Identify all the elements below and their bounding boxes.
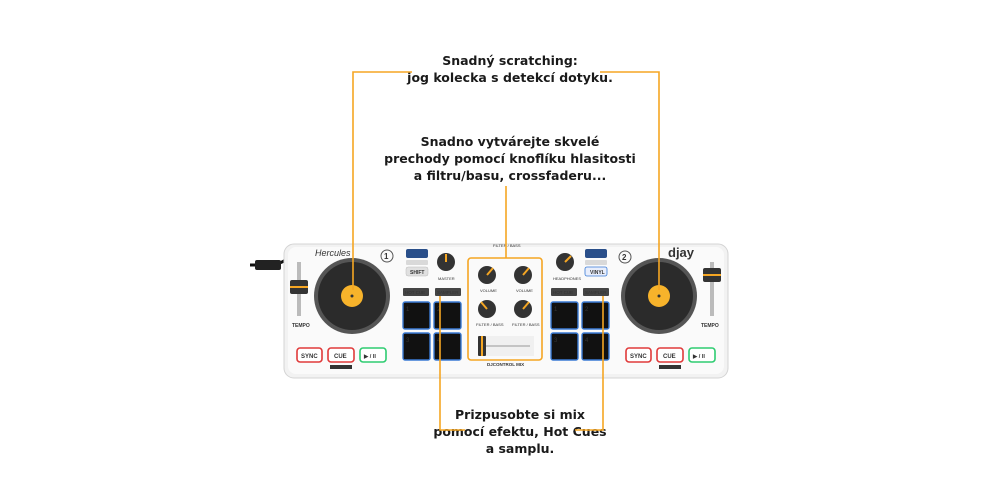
pad-left-1[interactable] <box>402 301 431 330</box>
hot-cue-label-left: HOT CUE <box>405 290 425 295</box>
tempo-slider-right-track[interactable] <box>710 262 714 316</box>
controller-top-plate <box>288 247 724 374</box>
crossfader-label: DJCONTROL MIX <box>487 362 524 367</box>
master-label: MASTER <box>438 276 455 281</box>
pad-left-4-label: 4 <box>437 338 441 344</box>
filter-bass-top-label: FILTER / BASS <box>493 243 521 248</box>
play-label-right: ▶ / II <box>692 353 705 360</box>
play-button-right[interactable] <box>688 347 716 363</box>
sampler-label-left: SAMPLER <box>437 290 459 295</box>
pad-left-3-label: 3 <box>406 338 410 344</box>
play-button-left[interactable] <box>359 347 387 363</box>
pad-right-2-label: 2 <box>585 307 589 313</box>
caption-bottom: Prizpusobte si mix pomocí efektu, Hot Cu… <box>420 406 620 457</box>
callout-line-pads-right <box>575 296 604 431</box>
sync-label-left: SYNC <box>301 354 318 360</box>
sync-label-right: SYNC <box>630 354 647 360</box>
caption-bottom-line-1: Prizpusobte si mix <box>455 407 585 422</box>
app-logo: djay <box>668 245 695 260</box>
deck-left-number: 1 <box>384 252 389 261</box>
deck-left-number-badge <box>380 249 394 263</box>
caption-bottom-line-2: pomocí efektu, Hot Cues <box>433 424 607 439</box>
play-label-left: ▶ / II <box>363 353 376 360</box>
sampler-button-left[interactable] <box>435 288 461 296</box>
caption-middle-line-2: prechody pomocí knoflíku hlasitosti <box>384 151 636 166</box>
sampler-label-right: SAMPLER <box>585 290 607 295</box>
tempo-label-right: TEMPO <box>701 323 719 329</box>
pad-left-2-label: 2 <box>437 307 441 313</box>
cue-label-left: CUE <box>334 354 347 360</box>
usb-plug <box>255 260 281 270</box>
volume-label-left: VOLUME <box>480 288 497 293</box>
callout-line-pads-left <box>439 296 465 431</box>
caption-top-line-1: Snadný scratching: <box>442 53 578 68</box>
vinyl-button[interactable] <box>584 266 608 277</box>
tempo-label-left: TEMPO <box>292 323 310 329</box>
deck-right-number: 2 <box>622 253 627 262</box>
pad-right-1-label: 1 <box>554 307 558 313</box>
deck-right-number-badge <box>618 250 632 264</box>
pad-right-4-label: 4 <box>585 338 589 344</box>
pad-right-1[interactable] <box>550 301 579 330</box>
caption-top-line-2: jog kolecka s detekcí dotyku. <box>407 70 613 85</box>
callout-line-jog-left <box>352 71 412 290</box>
mixer-highlight <box>467 257 543 361</box>
hot-cue-label-right: HOT CUE <box>553 290 573 295</box>
headphones-label: HEADPHONES <box>553 276 581 281</box>
vinyl-label: VINYL <box>590 270 605 276</box>
hot-cue-button-right[interactable] <box>551 288 577 296</box>
pad-right-3[interactable] <box>550 332 579 361</box>
caption-middle: Snadno vytvárejte skvelé prechody pomocí… <box>370 133 650 184</box>
sync-button-right[interactable] <box>625 347 652 363</box>
headphone-cue-right-button[interactable] <box>585 249 607 258</box>
caption-middle-line-3: a filtru/basu, crossfaderu... <box>413 168 607 183</box>
volume-label-right: VOLUME <box>516 288 533 293</box>
pad-right-3-label: 3 <box>554 338 558 344</box>
filter-bass-label-left: FILTER / BASS <box>476 322 504 327</box>
caption-top: Snadný scratching: jog kolecka s detekcí… <box>380 52 640 86</box>
sampler-button-right[interactable] <box>583 288 609 296</box>
caption-middle-line-1: Snadno vytvárejte skvelé <box>420 134 600 149</box>
headphone-cue-left-button[interactable] <box>406 249 428 258</box>
cue-label-right: CUE <box>663 354 676 360</box>
hot-cue-button-left[interactable] <box>403 288 429 296</box>
cue-button-right[interactable] <box>656 347 684 363</box>
shift-button[interactable] <box>405 266 429 277</box>
pad-left-3[interactable] <box>402 332 431 361</box>
brand-label: Hercules <box>315 248 351 258</box>
filter-bass-label-right: FILTER / BASS <box>512 322 540 327</box>
cue-button-left[interactable] <box>327 347 355 363</box>
caption-bottom-line-3: a samplu. <box>485 441 555 456</box>
pad-left-1-label: 1 <box>406 307 410 313</box>
callout-line-jog-right <box>600 71 660 290</box>
sync-button-left[interactable] <box>296 347 323 363</box>
shift-label: SHIFT <box>410 270 424 276</box>
